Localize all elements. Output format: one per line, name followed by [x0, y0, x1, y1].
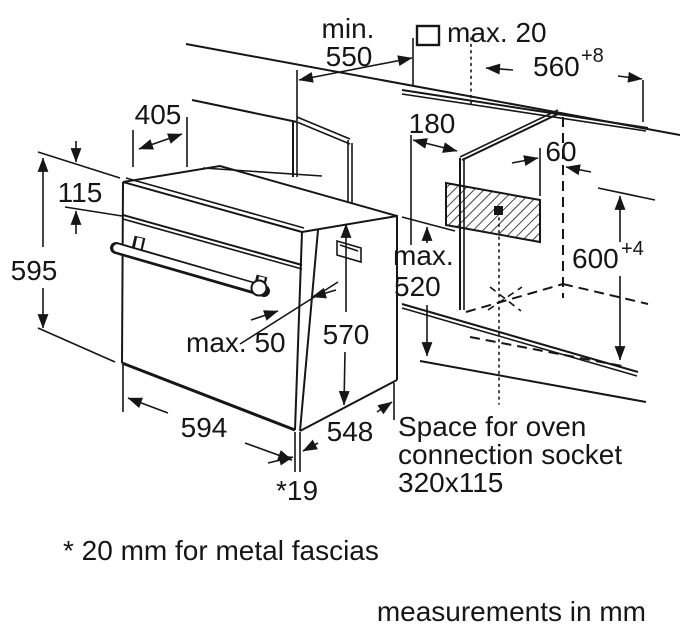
dim-max520-word-label: max. — [393, 240, 454, 271]
dim-115-label: 115 — [58, 177, 103, 208]
dim-594-label: 594 — [181, 412, 228, 443]
dimension-labels: min. 550 max. 20 560 +8 405 115 595 180 … — [11, 13, 644, 506]
dim-548-label: 548 — [327, 416, 374, 447]
side-vent-icon — [336, 239, 362, 264]
dimension-lines — [37, 37, 656, 472]
dim-595-label: 595 — [11, 255, 58, 286]
socket-space-hatch — [445, 181, 541, 405]
square-symbol-icon — [415, 24, 441, 47]
dim-570-label: 570 — [323, 319, 370, 350]
dim-max20-label: max. 20 — [447, 17, 547, 48]
dim-600-tolerance-label: +4 — [621, 238, 644, 260]
fascia-footnote: * 20 mm for metal fascias — [63, 535, 379, 566]
dim-min550-word-label: min. — [322, 13, 375, 44]
socket-marker-dot — [494, 206, 503, 215]
oven-drawing — [110, 164, 398, 432]
dim-60-label: 60 — [545, 136, 576, 167]
dim-max50-label: max. 50 — [186, 327, 286, 358]
socket-note-line2: connection socket — [398, 439, 622, 470]
dim-560-tolerance-label: +8 — [581, 45, 604, 67]
units-note: measurements in mm — [377, 596, 646, 627]
dim-180-label: 180 — [409, 108, 456, 139]
cabinet-structure — [185, 43, 680, 403]
dim-405-label: 405 — [135, 99, 182, 130]
dim-19-label: *19 — [276, 475, 318, 506]
dim-600-label: 600 — [572, 243, 619, 274]
notes: Space for oven connection socket 320x115… — [63, 411, 646, 627]
dim-560-label: 560 — [533, 51, 580, 82]
socket-note-line1: Space for oven — [398, 411, 586, 442]
socket-note-line3: 320x115 — [398, 467, 503, 498]
oven-handle — [110, 235, 270, 297]
dim-max520-value-label: 520 — [394, 271, 441, 302]
dim-min550-value-label: 550 — [326, 41, 373, 72]
